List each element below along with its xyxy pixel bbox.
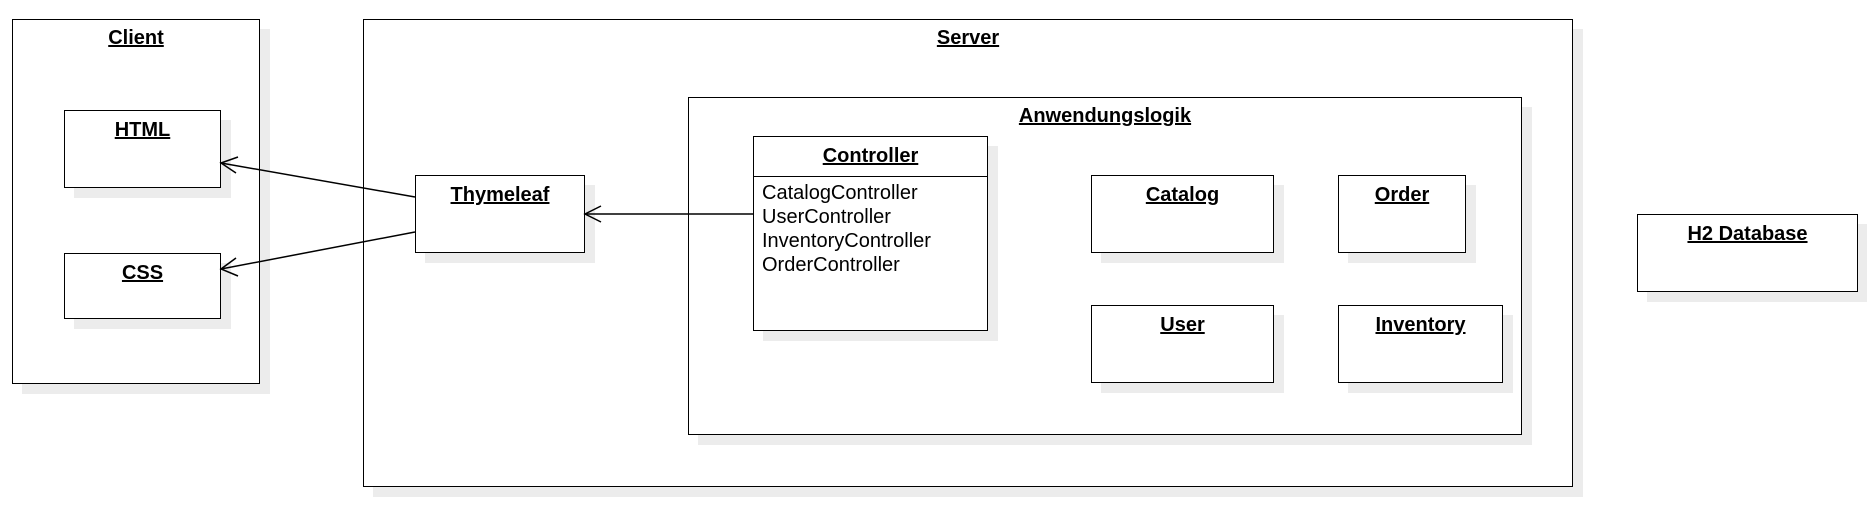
server-title: Server	[936, 27, 1000, 49]
user-component: User	[1091, 305, 1274, 383]
inventory-title: Inventory	[1375, 314, 1466, 336]
client-title: Client	[108, 27, 164, 49]
thymeleaf-title: Thymeleaf	[450, 184, 550, 206]
order-component: Order	[1338, 175, 1466, 253]
h2-database-component: H2 Database	[1637, 214, 1858, 292]
controller-class: Controller CatalogController UserControl…	[753, 136, 988, 331]
controller-member: InventoryController	[762, 230, 931, 252]
arrowhead-icon	[583, 205, 602, 223]
user-title: User	[1160, 314, 1205, 336]
arrowhead-icon	[219, 156, 239, 174]
controller-member: OrderController	[762, 254, 900, 276]
app-logic-title: Anwendungslogik	[1018, 105, 1192, 127]
controller-members: CatalogController UserController Invento…	[762, 181, 931, 277]
arrowhead-icon	[219, 257, 239, 277]
controller-member: UserController	[762, 206, 891, 228]
controller-member: CatalogController	[762, 182, 918, 204]
controller-title: Controller	[822, 145, 919, 167]
html-title: HTML	[114, 119, 171, 141]
h2-database-title: H2 Database	[1687, 223, 1808, 245]
client-frame: Client	[12, 19, 260, 384]
thymeleaf-to-css-arrow	[220, 231, 416, 270]
thymeleaf-component: Thymeleaf	[415, 175, 585, 253]
thymeleaf-to-html-arrow	[220, 162, 416, 198]
catalog-title: Catalog	[1145, 184, 1220, 206]
order-title: Order	[1374, 184, 1430, 206]
catalog-component: Catalog	[1091, 175, 1274, 253]
css-component: CSS	[64, 253, 221, 319]
inventory-component: Inventory	[1338, 305, 1503, 383]
css-title: CSS	[121, 262, 164, 284]
html-component: HTML	[64, 110, 221, 188]
controller-divider	[754, 176, 987, 177]
